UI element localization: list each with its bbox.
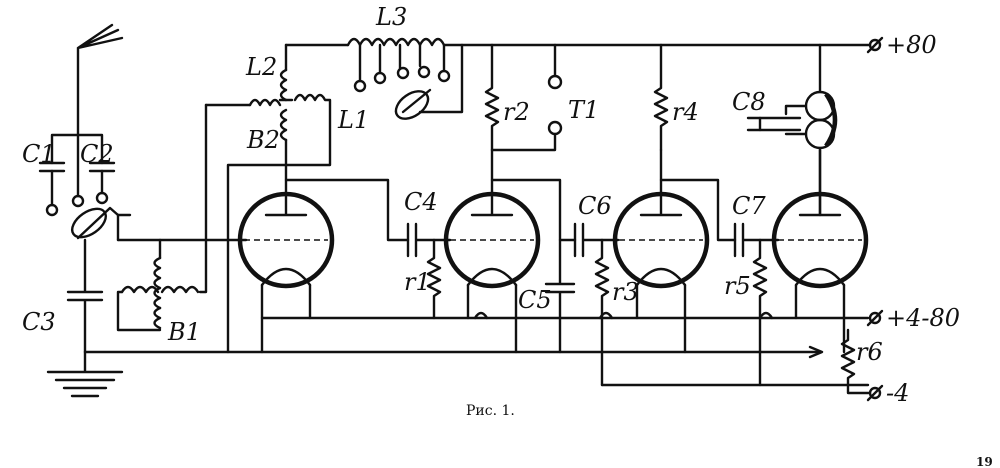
phone-jack-t1 [490, 43, 563, 152]
capacitor-c7 [733, 222, 780, 258]
capacitor-c4 [406, 222, 452, 258]
capacitor-c8 [746, 104, 808, 136]
rheostat-r6 [840, 328, 872, 395]
label-l2: L2 [245, 53, 277, 81]
label-c8: C8 [732, 88, 766, 116]
crossover-humps [473, 311, 774, 320]
label-c6: C6 [578, 192, 612, 220]
page-number: 19 [976, 455, 993, 468]
resistor-r5 [752, 238, 768, 387]
capacitor-c1-c2 [38, 133, 116, 217]
ground-symbol [46, 350, 124, 398]
label-c1: C1 [22, 140, 56, 168]
label-b1: B1 [167, 318, 201, 346]
plus4-80-terminal [868, 311, 882, 325]
label-plus80: +80 [886, 31, 937, 59]
antenna [76, 23, 124, 137]
label-r1: r1 [404, 268, 431, 296]
label-r5: r5 [724, 272, 751, 300]
resistor-r1 [426, 238, 442, 320]
label-c2: C2 [80, 140, 114, 168]
label-c7: C7 [732, 192, 766, 220]
coil-l1-l2-b2 [204, 43, 332, 167]
tap-switch [394, 88, 432, 120]
headphones [804, 43, 838, 217]
left-feed-2 [226, 163, 288, 354]
label-plus4-80: +4-80 [886, 304, 960, 332]
capacitor-c6 [573, 222, 620, 258]
capacitor-c3 [66, 238, 104, 354]
resistor-r2 [484, 43, 500, 152]
resistor-r4 [653, 43, 669, 152]
label-l3: L3 [375, 3, 407, 31]
label-c3: C3 [22, 308, 56, 336]
plus80-terminal [868, 38, 882, 52]
label-minus4: -4 [886, 379, 909, 407]
coupling-wire-1 [284, 178, 410, 242]
coupling-wire-3 [659, 178, 737, 242]
label-r3: r3 [612, 278, 639, 306]
label-t1: T1 [568, 96, 599, 124]
label-l1: L1 [337, 106, 369, 134]
label-r4: r4 [672, 98, 699, 126]
label-r2: r2 [503, 98, 530, 126]
tapped-coil-l3 [284, 37, 464, 114]
resistor-r3 [594, 238, 610, 387]
figure-caption: Рис. 1. [466, 403, 515, 419]
label-b2: B2 [246, 126, 280, 154]
label-c4: C4 [404, 188, 438, 216]
rheostat-arrow [808, 345, 824, 359]
tube-v1 [237, 163, 335, 354]
capacitor-c5 [544, 238, 576, 354]
label-c5: C5 [518, 286, 552, 314]
variometer-b1 [116, 238, 208, 332]
label-r6: r6 [856, 338, 883, 366]
coupling-wire-2 [490, 178, 577, 242]
antenna-switch [71, 206, 120, 242]
